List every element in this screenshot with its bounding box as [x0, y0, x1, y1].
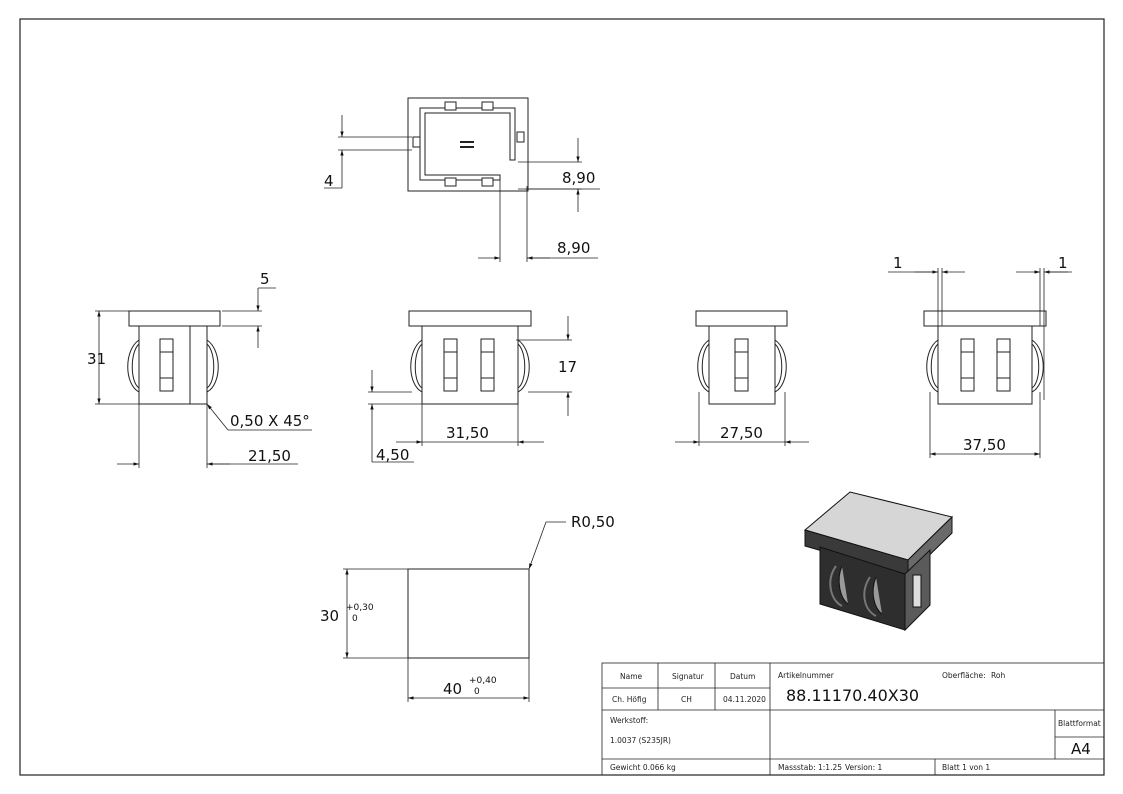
title-block	[601, 662, 1105, 776]
dim-v4-width: 37,50	[963, 436, 1006, 454]
dim-v4-left: 1	[893, 254, 903, 272]
tb-datum-label: Datum	[730, 672, 755, 681]
side-view-4	[888, 268, 1072, 458]
dim-v1-chamfer: 0,50 X 45°	[230, 412, 310, 430]
dim-top-right: 8,90	[562, 169, 595, 187]
tb-datum-value: 04.11.2020	[723, 695, 766, 704]
dim-rect-width-tol-lower: 0	[474, 687, 480, 697]
dim-rect-width: 40	[443, 680, 462, 698]
tb-signatur-label: Signatur	[672, 672, 705, 681]
tb-oberflaeche-value: Roh	[991, 671, 1005, 680]
dim-rect-height-tol-lower: 0	[352, 614, 358, 624]
tb-signatur-value: CH	[681, 695, 692, 704]
dim-rect-height: 30	[320, 607, 339, 625]
dim-v1-flange: 5	[260, 270, 270, 288]
side-view-1	[95, 287, 312, 468]
dim-v3-width: 27,50	[720, 424, 763, 442]
dim-top-bottom: 8,90	[557, 239, 590, 257]
dim-rect-height-tol-upper: +0,30	[346, 603, 374, 613]
tb-artikel-value: 88.11170.40X30	[786, 686, 919, 705]
tb-massstab: Massstab: 1:1.25	[778, 763, 842, 772]
side-view-3	[675, 310, 809, 446]
side-view-2	[368, 310, 572, 463]
dim-top-left: 4	[324, 172, 334, 190]
tb-blatt: Blatt 1 von 1	[942, 763, 990, 772]
outline-view	[343, 521, 566, 702]
isometric-view	[803, 491, 953, 632]
sheet-border	[19, 18, 1105, 776]
tb-werkstoff-value: 1.0037 (S235JR)	[610, 736, 671, 745]
tb-gewicht: Gewicht 0.066 kg	[610, 763, 676, 772]
tb-name-label: Name	[620, 672, 643, 681]
dim-radius: R0,50	[571, 513, 615, 531]
dim-v2-offset: 4,50	[376, 446, 409, 464]
dim-v1-width: 21,50	[248, 447, 291, 465]
tb-blattformat-label: Blattformat	[1058, 719, 1101, 728]
dim-rect-width-tol-upper: +0,40	[469, 676, 497, 686]
top-view	[324, 97, 600, 262]
dim-v2-width: 31,50	[446, 424, 489, 442]
tb-name-value: Ch. Höfig	[612, 695, 647, 704]
tb-artikel-label: Artikelnummer	[778, 671, 835, 680]
dim-v4-right: 1	[1058, 254, 1068, 272]
tb-werkstoff-label: Werkstoff:	[610, 716, 648, 725]
tb-blattformat-value: A4	[1071, 740, 1091, 758]
dim-v1-height: 31	[87, 350, 106, 368]
dim-v2-height: 17	[558, 358, 577, 376]
tb-version: Version: 1	[845, 763, 882, 772]
tb-oberflaeche-label: Oberfläche:	[942, 671, 986, 680]
